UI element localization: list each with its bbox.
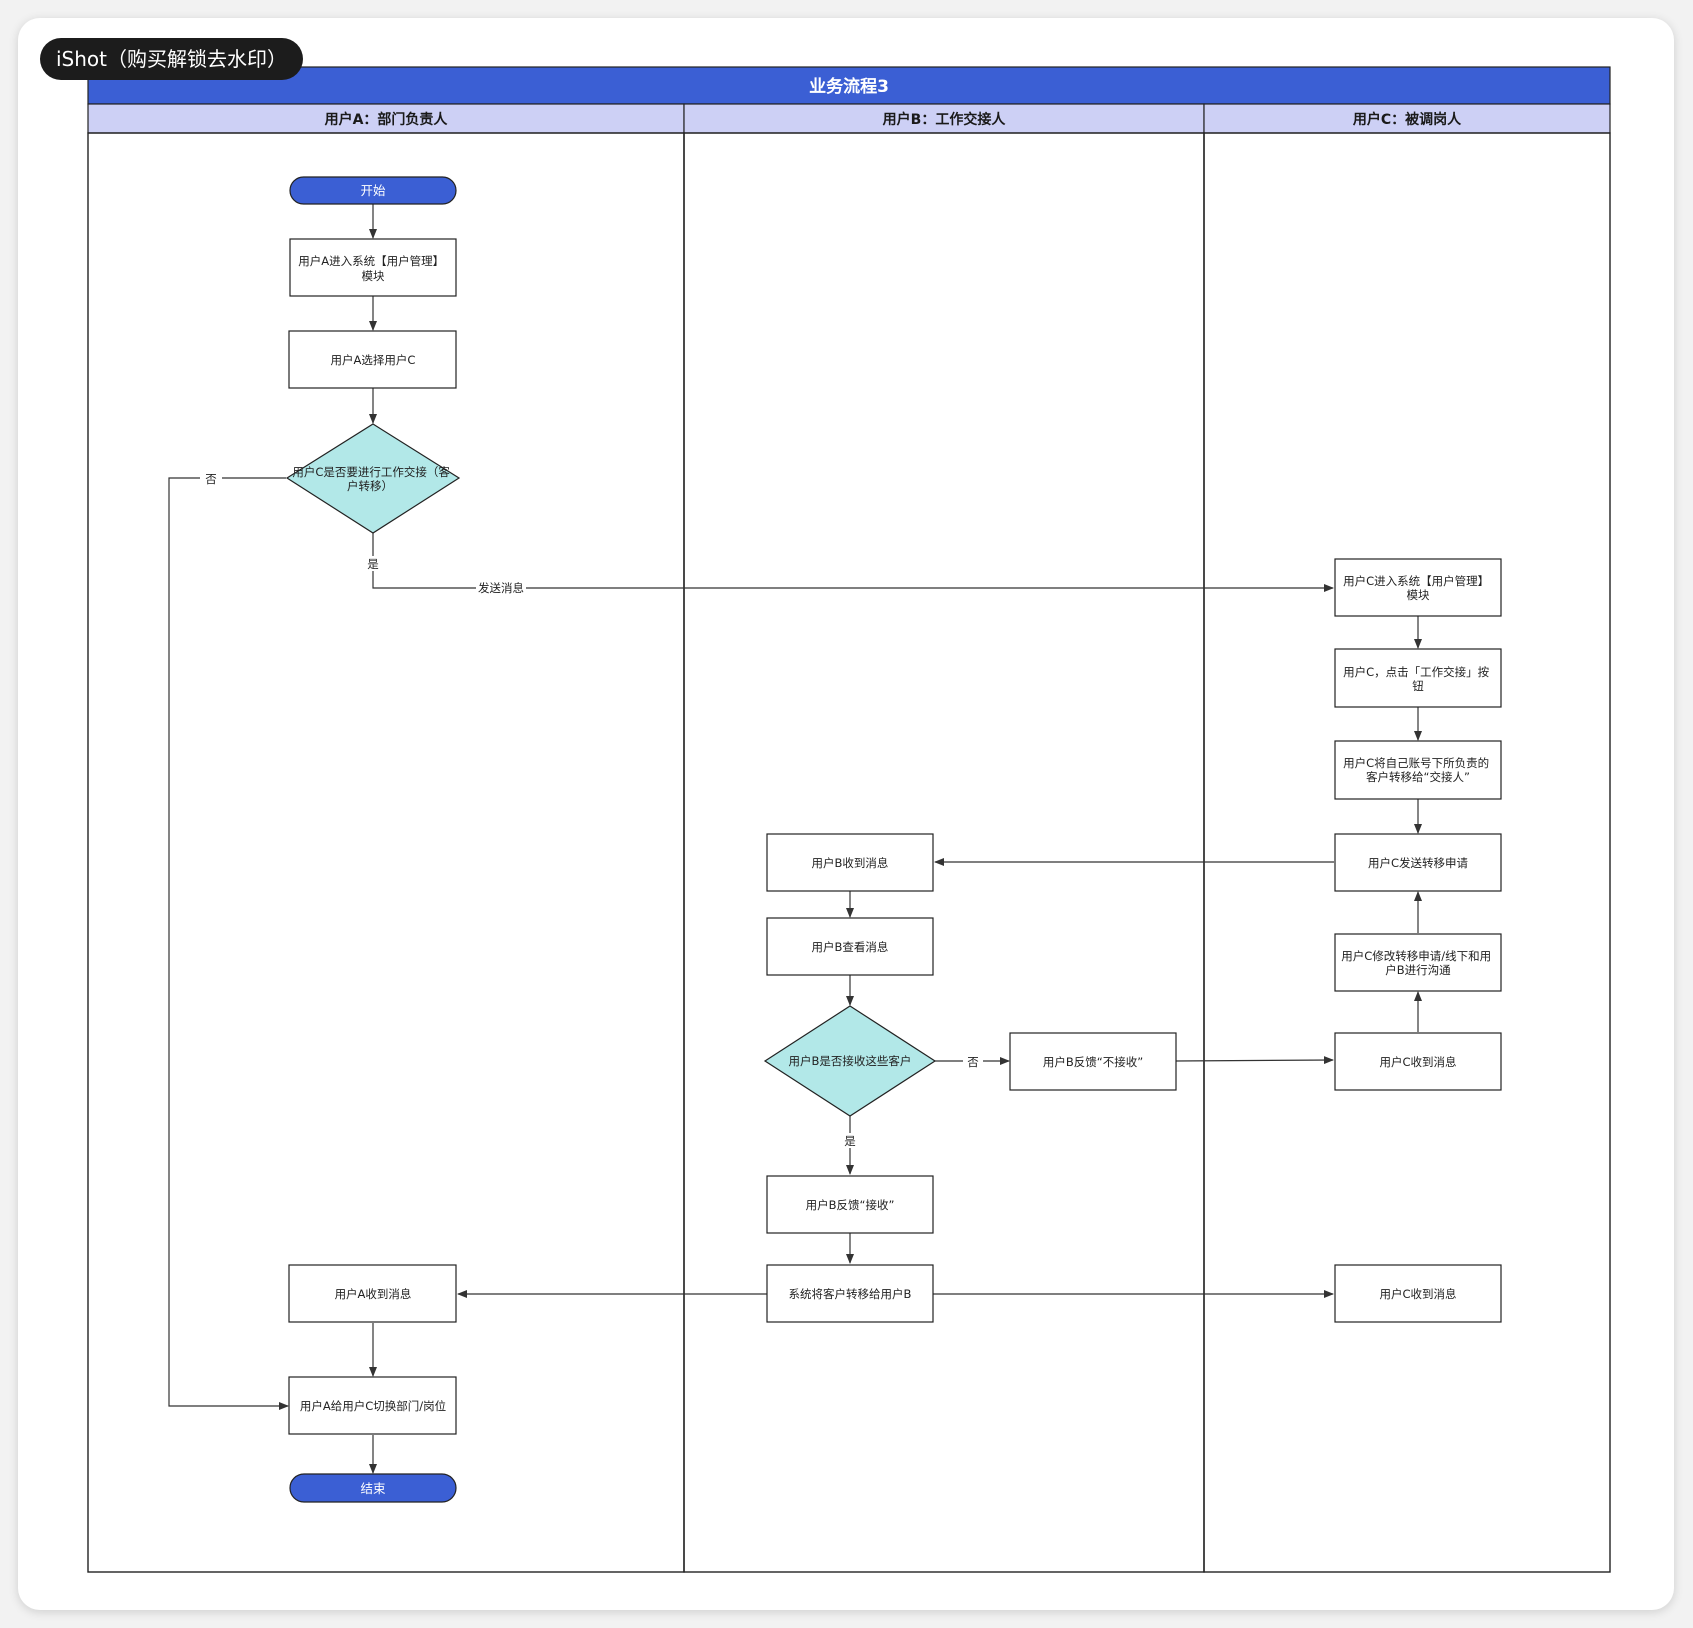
title-bar [87,66,1611,105]
node-b-receive [766,833,934,892]
svg-text:用户C修改转移申请/线下和用 户B进行沟通: 用户C修改转移申请/线下和用 户B进行沟通 [1341,949,1495,977]
svg-text:用户A进入系统【用户管理】 模块: 用户A进入系统【用户管理】 模块 [298,254,448,283]
node-a-decision-line2: 户转移） [347,479,393,493]
node-c-enter-line1: 用户C进入系统【用户管理】 [1343,574,1489,588]
edge-decision-no [168,477,289,1410]
lane-header-a [87,103,685,134]
watermark-badge: iShot（购买解锁去水印） [40,38,304,80]
svg-text:用户C将自己账号下所负责的 客户转移给“交接人”: 用户C将自己账号下所负责的 客户转移给“交接人” [1343,756,1493,784]
node-b-decision-label: 用户B是否接收这些客户 [789,1054,912,1068]
svg-text:用户C进入系统【用户管理】 模块: 用户C进入系统【用户管理】 模块 [1343,574,1493,602]
node-c-modify-line2: 户B进行沟通 [1385,963,1451,977]
node-b-reject-label: 用户B反馈“不接收” [1043,1055,1143,1069]
label-send-msg: 发送消息 [478,581,524,595]
node-b-accept [766,1175,934,1234]
node-b-transfer-label: 系统将客户转移给用户B [789,1287,912,1301]
node-b-reject [1009,1032,1177,1091]
lane-c [1203,132,1611,1573]
node-c-receive-2-label: 用户C收到消息 [1379,1287,1456,1301]
node-a-switch-label: 用户A给用户C切换部门/岗位 [300,1399,446,1413]
node-b-receive-label: 用户B收到消息 [812,856,889,870]
lane-header-b [683,103,1205,134]
node-b-decision [763,1005,937,1117]
node-start-label: 开始 [360,183,386,198]
node-c-modify [1334,933,1502,992]
node-c-assign-line1: 用户C将自己账号下所负责的 [1343,756,1489,770]
label-no-b: 否 [967,1055,979,1069]
lane-b-title: 用户B：工作交接人 [883,111,1007,128]
lane-a-title: 用户A：部门负责人 [325,111,449,128]
node-c-click-line2: 钮 [1412,679,1424,693]
node-a-enter-line2: 模块 [362,269,385,283]
node-c-click-line1: 用户C，点击「工作交接」按 [1343,665,1490,679]
node-c-enter [1334,558,1502,617]
node-c-send-label: 用户C发送转移申请 [1368,856,1469,870]
node-c-click [1334,648,1502,708]
node-c-modify-line1: 用户C修改转移申请/线下和用 [1341,949,1491,963]
edge-b-reject-to-c-receive [1174,1056,1334,1065]
node-a-receive [288,1264,457,1323]
node-b-view [766,917,934,976]
node-c-receive-1 [1334,1032,1502,1091]
node-a-select [288,330,457,389]
node-c-send [1334,833,1502,892]
node-c-receive-1-label: 用户C收到消息 [1379,1055,1456,1069]
node-a-receive-label: 用户A收到消息 [335,1287,412,1301]
svg-text:用户C，点击「工作交接」按 钮: 用户C，点击「工作交接」按 钮 [1343,665,1493,693]
node-a-switch [288,1376,457,1435]
node-c-receive-2 [1334,1264,1502,1323]
node-end [289,1473,457,1503]
node-b-transfer [766,1264,934,1323]
node-a-decision-line1: 用户C是否要进行工作交接（客 [292,465,450,479]
node-a-enter [289,238,457,297]
label-yes-b: 是 [844,1134,856,1148]
node-b-accept-label: 用户B反馈“接收” [806,1198,895,1212]
node-a-decision [285,423,461,534]
lane-c-title: 用户C：被调岗人 [1353,111,1462,128]
node-b-view-label: 用户B查看消息 [812,940,889,954]
node-c-enter-line2: 模块 [1407,588,1430,602]
label-yes-a: 是 [367,557,379,571]
edge-decision-yes [372,533,1334,592]
node-a-enter-line1: 用户A进入系统【用户管理】 [298,254,444,268]
node-c-assign-line2: 客户转移给“交接人” [1366,770,1470,784]
node-a-select-label: 用户A选择用户C [331,353,416,367]
lane-b [683,132,1205,1573]
diagram-title: 业务流程3 [809,76,889,97]
node-start [289,176,457,205]
label-no-a: 否 [205,472,217,486]
node-c-assign [1334,740,1502,800]
svg-text:用户C是否要进行工作交接（客 户转移）: 用户C是否要进行工作交接（客 户转移） [292,465,453,493]
node-end-label: 结束 [360,1481,386,1496]
